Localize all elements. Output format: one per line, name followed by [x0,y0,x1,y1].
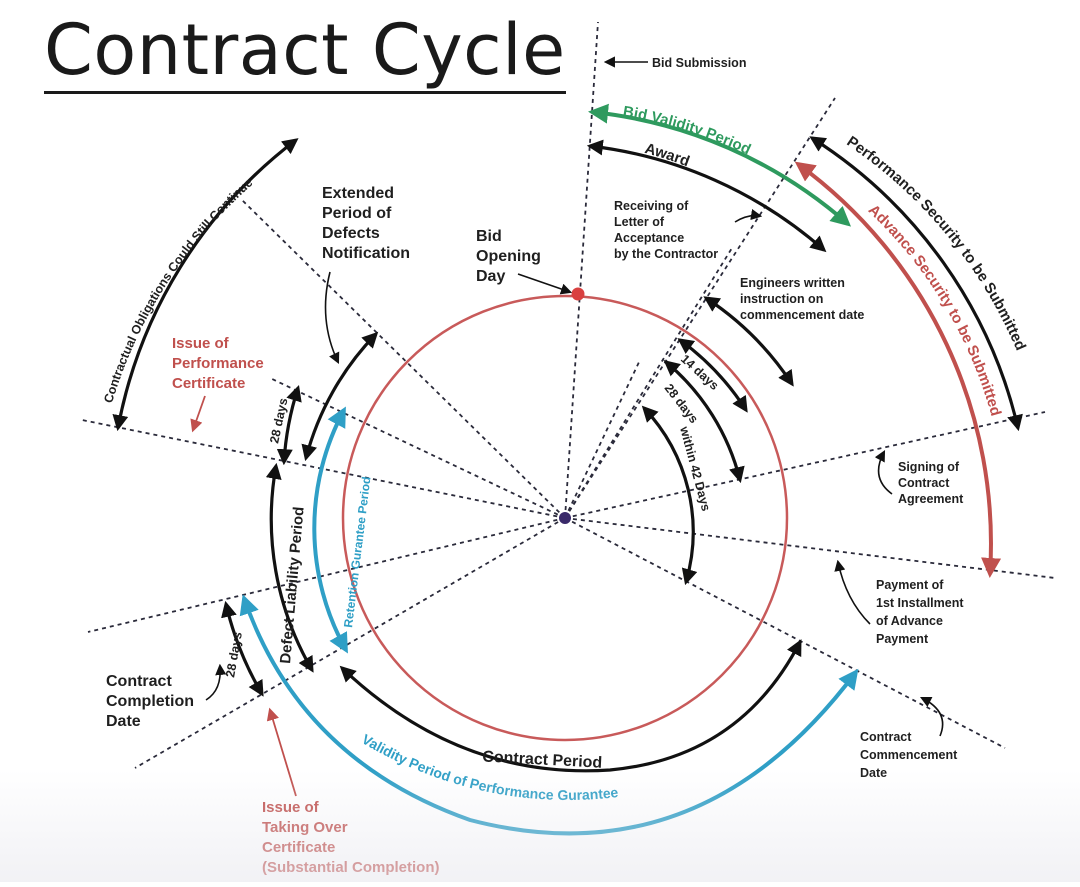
engineers-instruction-arrow [703,296,794,387]
bid-opening-marker [571,287,585,301]
contractual-obligations-arrow [112,138,299,432]
contract-commencement-pointer [919,696,944,737]
bid-validity-label: Bid Validity Period [622,103,754,158]
issue-taking-over-label: Issue of Taking Over Certificate (Substa… [262,799,440,876]
signing-agreement-label: Signing of Contract Agreement [898,460,964,506]
extended-period-arrow [301,331,379,462]
twenty-eight-days-right-arrow [663,359,745,484]
extended-period-pointer [324,271,340,365]
within-42-days-arrow [641,405,698,586]
advance-security-label: Advance Security to be Submitted [865,201,1004,418]
retention-guarantee-arrow [312,406,348,654]
advance-security-arrow [794,161,1002,578]
payment-advance-pointer [834,559,871,625]
receiving-loa-label: Receiving of Letter of Acceptance by the… [614,199,718,261]
issue-performance-cert-pointer [190,395,206,433]
receiving-loa-pointer [734,209,763,223]
issue-taking-over-pointer [266,707,297,797]
payment-advance-label: Payment of 1st Installment of Advance Pa… [876,578,967,646]
bid-submission-label: Bid Submission [652,56,746,70]
twenty-eight-days-upper-arrow [276,384,302,466]
signing-agreement-pointer [874,450,893,495]
twenty-eight-days-right-label: 28 days [662,381,701,426]
contract-completion-label: Contract Completion Date [106,673,198,730]
engineers-instruction-label: Engineers written instruction on commenc… [740,276,864,322]
bid-opening-label: Bid Opening Day [476,228,545,285]
extended-period-label: Extended Period of Defects Notification [322,185,410,262]
bid-opening-pointer [517,273,573,295]
award-label: Award [643,140,692,170]
issue-performance-cert-label: Issue of Performance Certificate [172,335,268,392]
contract-period-arrow [339,639,802,773]
contract-completion-pointer [205,663,227,701]
contract-commencement-label: Contract Commencement Date [860,730,961,780]
contract-period-label: Contract Period [482,748,603,771]
page-title: Contract Cycle [44,12,566,94]
center-dot [559,512,571,524]
